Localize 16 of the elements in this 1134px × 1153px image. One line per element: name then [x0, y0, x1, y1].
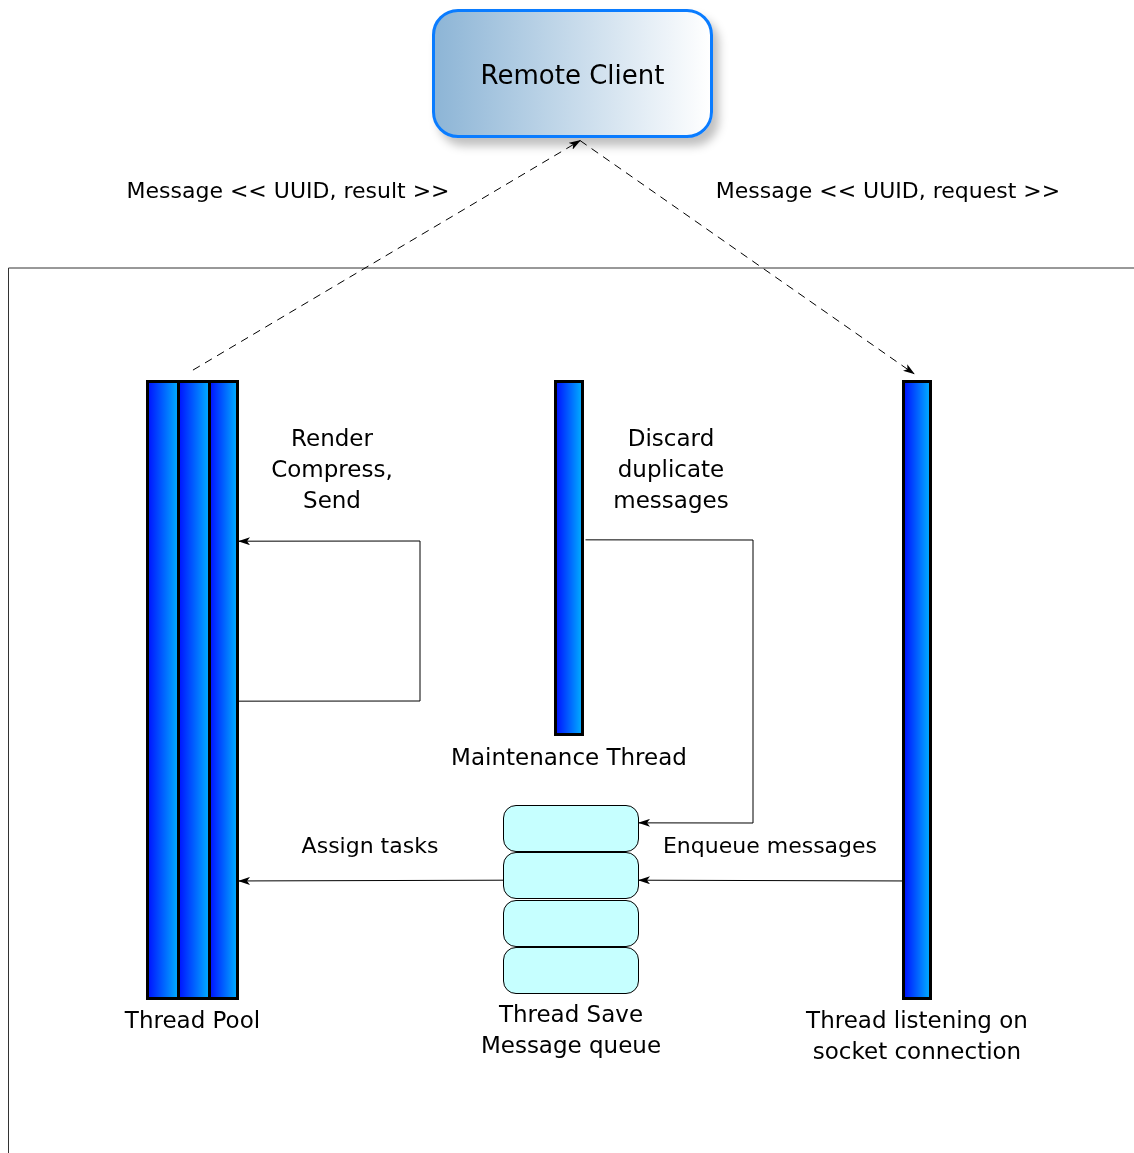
- arrow: [585, 539, 754, 827]
- queue-slot: [503, 900, 639, 947]
- node-label: Thread Save Message queue: [479, 1000, 663, 1060]
- node-label: Maintenance Thread: [450, 743, 688, 772]
- queue-slot: [503, 852, 639, 899]
- dashed-arrow: [579, 140, 915, 375]
- queue-slot: [503, 947, 639, 994]
- client-label: Remote Client: [479, 58, 666, 92]
- arrow: [638, 876, 903, 885]
- node-label: Thread Pool: [123, 1006, 262, 1035]
- queue-slot: [503, 805, 639, 852]
- node-label: Thread listening on socket connection: [805, 1006, 1029, 1066]
- arrow: [238, 876, 504, 885]
- arrow: [238, 537, 421, 702]
- client-box: [432, 9, 713, 138]
- dashed-arrow: [192, 140, 581, 371]
